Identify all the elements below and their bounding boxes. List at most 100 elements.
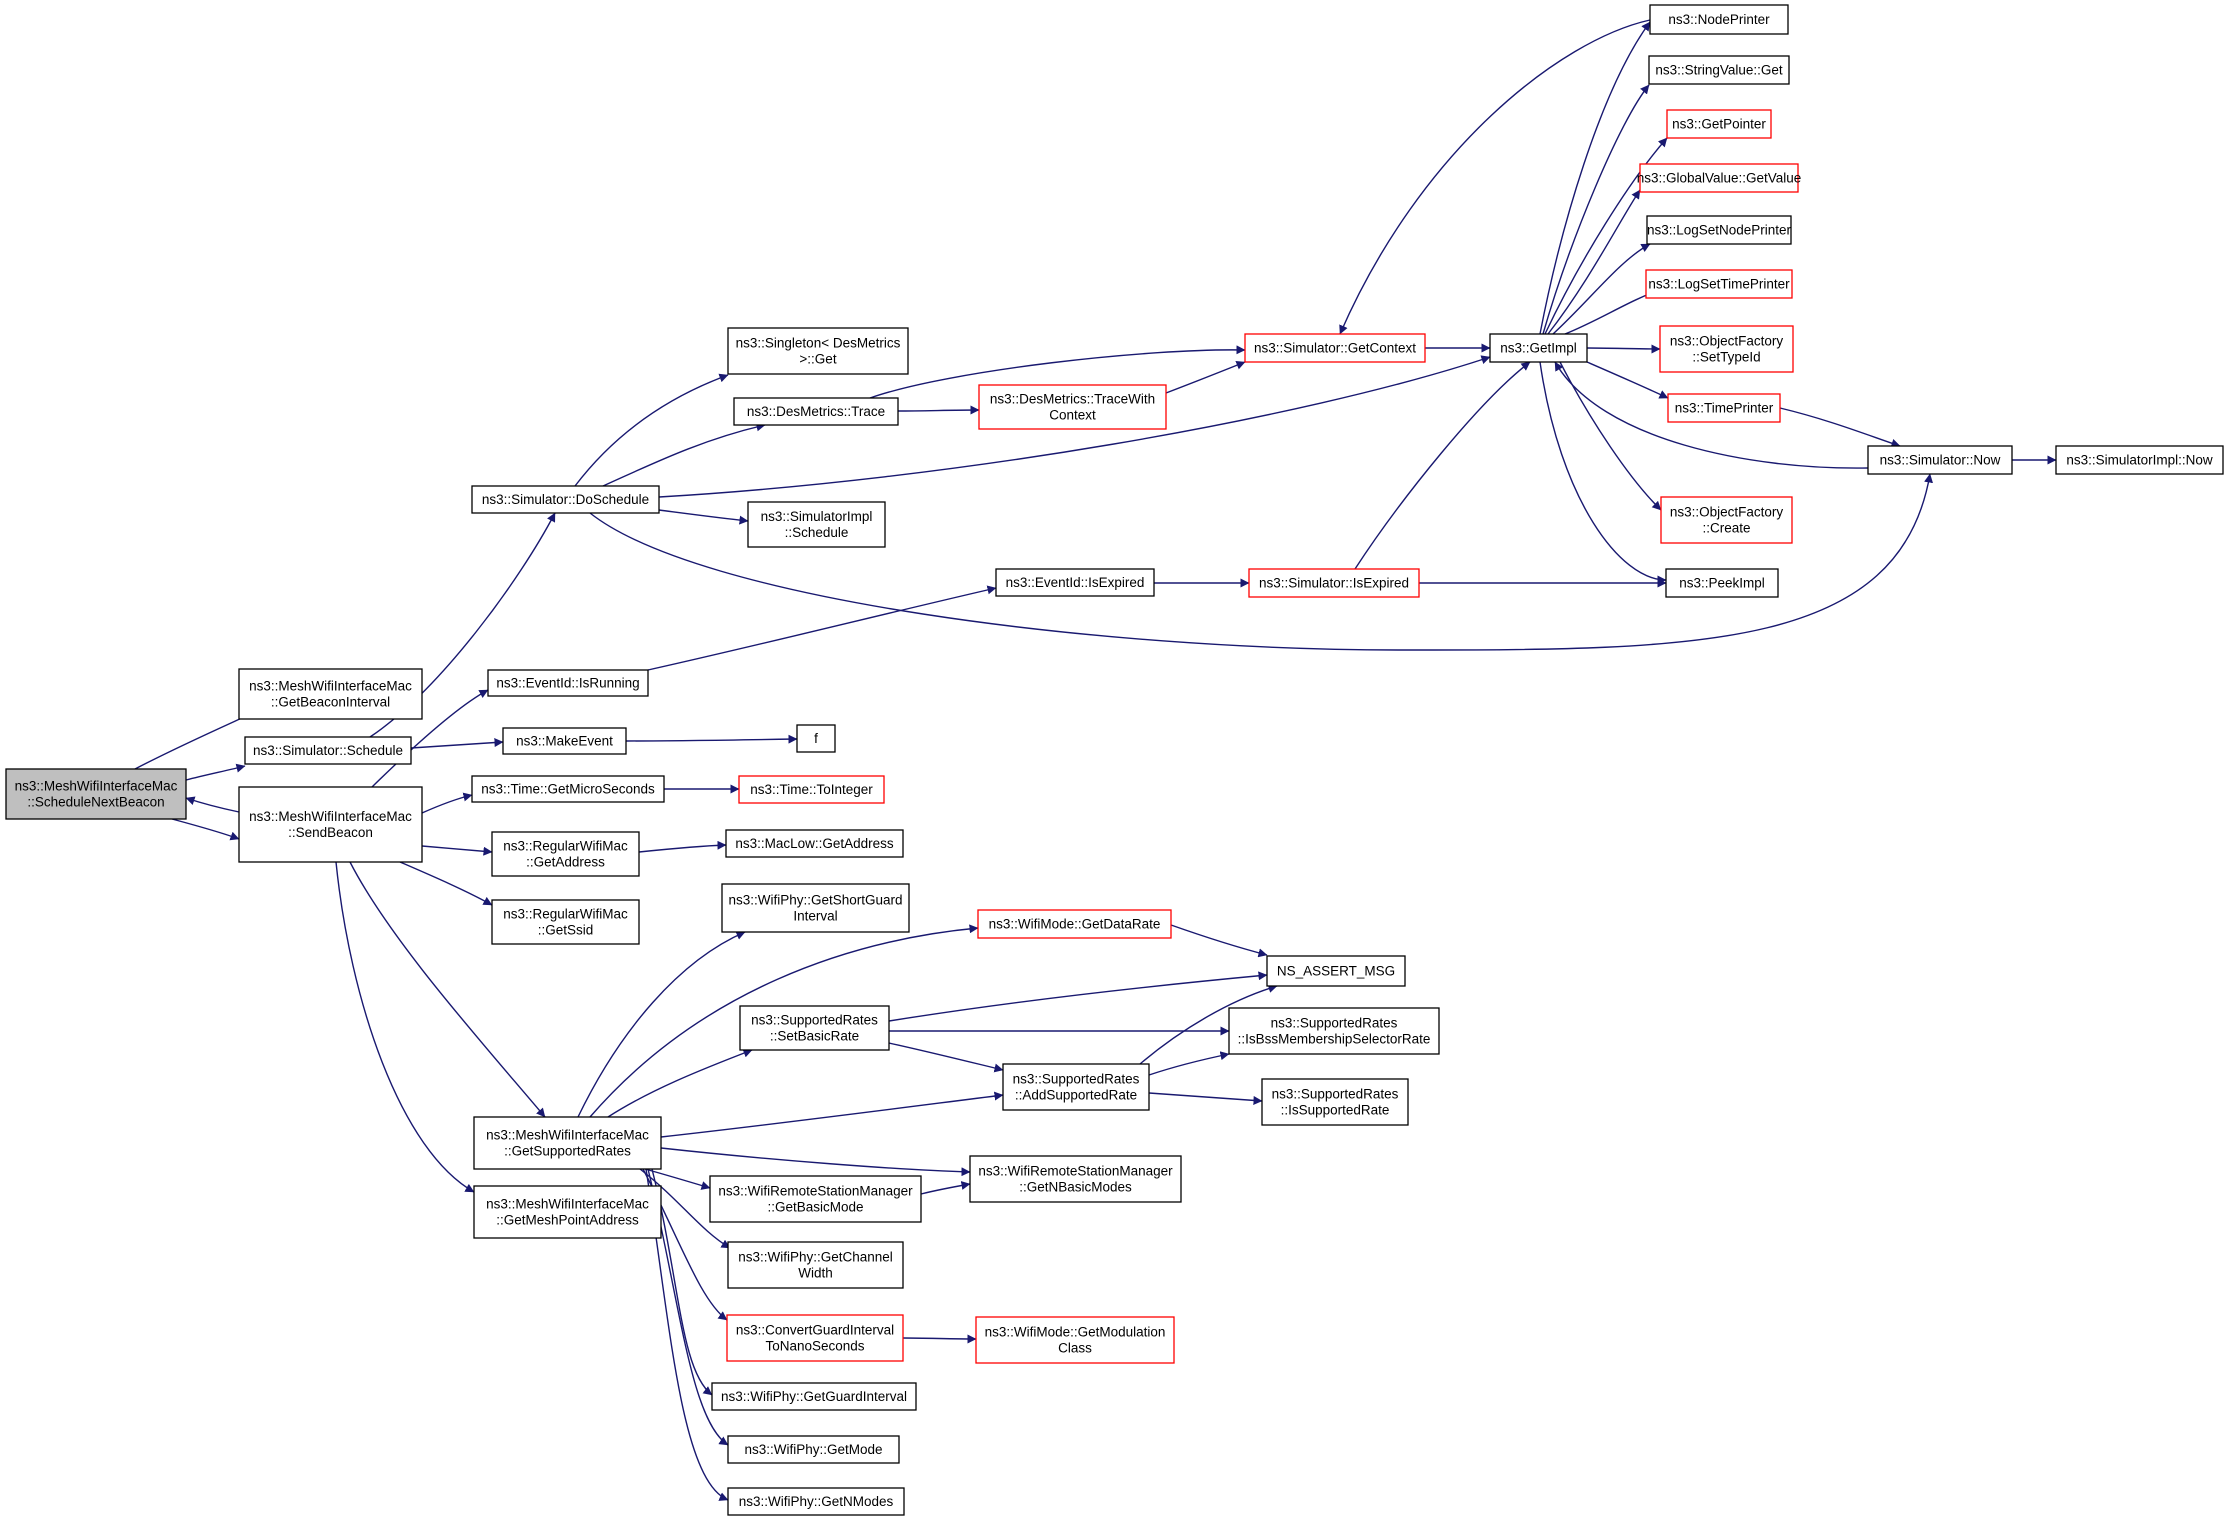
node-box[interactable] (471, 485, 660, 514)
node-box[interactable] (1639, 163, 1799, 193)
graph-node-n3[interactable]: ns3::MeshWifiInterfaceMac::SendBeacon (238, 786, 423, 863)
graph-node-n17[interactable]: ns3::MacLow::GetAddress (725, 829, 904, 858)
graph-node-n48[interactable]: ns3::Simulator::Now (1867, 445, 2013, 475)
node-box[interactable] (1248, 568, 1420, 598)
node-box[interactable] (238, 668, 423, 720)
graph-node-n20[interactable]: ns3::WifiRemoteStationManager::GetBasicM… (709, 1175, 922, 1223)
graph-node-n35[interactable]: NS_ASSERT_MSG (1266, 955, 1406, 987)
graph-node-n23[interactable]: ns3::WifiPhy::GetGuardInterval (711, 1382, 917, 1411)
graph-node-n41[interactable]: ns3::GlobalValue::GetValue (1637, 163, 1802, 193)
graph-node-n47[interactable]: ns3::PeekImpl (1665, 568, 1779, 598)
node-box[interactable] (995, 568, 1155, 597)
graph-node-n2[interactable]: ns3::Simulator::Schedule (244, 736, 412, 765)
node-box[interactable] (977, 909, 1172, 939)
graph-node-n5[interactable]: ns3::MakeEvent (502, 727, 627, 755)
node-box[interactable] (238, 786, 423, 863)
node-box[interactable] (727, 1487, 905, 1516)
node-box[interactable] (739, 1005, 890, 1051)
node-box[interactable] (1228, 1007, 1440, 1055)
node-box[interactable] (2055, 445, 2224, 475)
node-box[interactable] (1666, 109, 1772, 139)
graph-node-n13[interactable]: ns3::DesMetrics::Trace (733, 397, 899, 426)
node-box[interactable] (471, 775, 665, 803)
graph-node-n40[interactable]: ns3::GetPointer (1666, 109, 1772, 139)
graph-node-n8[interactable]: ns3::RegularWifiMac::GetAddress (491, 831, 640, 877)
graph-node-n49[interactable]: ns3::SimulatorImpl::Now (2055, 445, 2224, 475)
node-box[interactable] (738, 775, 885, 804)
graph-node-n16[interactable]: ns3::Time::ToInteger (738, 775, 885, 804)
node-box[interactable] (5, 768, 187, 820)
graph-node-n12[interactable]: ns3::Singleton< DesMetrics >::Get (727, 327, 909, 375)
graph-node-n38[interactable]: ns3::NodePrinter (1649, 4, 1789, 35)
graph-node-n42[interactable]: ns3::LogSetNodePrinter (1646, 215, 1792, 245)
graph-node-n30[interactable]: ns3::WifiMode::GetDataRate (977, 909, 1172, 939)
graph-node-n31[interactable]: ns3::SupportedRates::AddSupportedRate (1002, 1063, 1150, 1111)
graph-node-n9[interactable]: ns3::RegularWifiMac::GetSsid (491, 899, 640, 945)
graph-node-n44[interactable]: ns3::ObjectFactory::SetTypeId (1659, 325, 1794, 373)
graph-node-n10[interactable]: ns3::MeshWifiInterfaceMac::GetSupportedR… (473, 1116, 662, 1170)
node-box[interactable] (1261, 1078, 1409, 1126)
node-box[interactable] (727, 1435, 900, 1464)
node-box[interactable] (726, 1314, 904, 1362)
graph-node-n6[interactable]: ns3::EventId::IsRunning (487, 669, 649, 697)
graph-node-n39[interactable]: ns3::StringValue::Get (1648, 55, 1790, 85)
graph-node-n11[interactable]: ns3::MeshWifiInterfaceMac::GetMeshPointA… (473, 1185, 662, 1239)
graph-node-n37[interactable]: ns3::SupportedRates::IsSupportedRate (1261, 1078, 1409, 1126)
node-box[interactable] (1002, 1063, 1150, 1111)
node-box[interactable] (727, 327, 909, 375)
node-box[interactable] (1649, 4, 1789, 35)
node-box[interactable] (711, 1382, 917, 1411)
graph-node-n15[interactable]: f (796, 724, 836, 753)
node-box[interactable] (1266, 955, 1406, 987)
graph-node-n1[interactable]: ns3::MeshWifiInterfaceMac::GetBeaconInte… (238, 668, 423, 720)
graph-node-n7[interactable]: ns3::Time::GetMicroSeconds (471, 775, 665, 803)
node-box[interactable] (1659, 325, 1794, 373)
graph-node-n14[interactable]: ns3::SimulatorImpl::Schedule (747, 501, 886, 548)
graph-node-n36[interactable]: ns3::SupportedRates::IsBssMembershipSele… (1228, 1007, 1440, 1055)
node-box[interactable] (725, 829, 904, 858)
node-box[interactable] (502, 727, 627, 755)
node-box[interactable] (1489, 333, 1588, 363)
node-box[interactable] (473, 1185, 662, 1239)
graph-node-n0[interactable]: ns3::MeshWifiInterfaceMac::ScheduleNextB… (5, 768, 187, 820)
node-box[interactable] (1646, 215, 1792, 245)
graph-node-n24[interactable]: ns3::WifiPhy::GetMode (727, 1435, 900, 1464)
node-box[interactable] (733, 397, 899, 426)
graph-node-n32[interactable]: ns3::WifiRemoteStationManager::GetNBasic… (969, 1155, 1182, 1203)
node-box[interactable] (473, 1116, 662, 1170)
node-box[interactable] (244, 736, 412, 765)
node-box[interactable] (969, 1155, 1182, 1203)
graph-node-n45[interactable]: ns3::TimePrinter (1667, 393, 1781, 423)
node-box[interactable] (1665, 568, 1779, 598)
node-box[interactable] (975, 1316, 1175, 1364)
graph-node-n4[interactable]: ns3::Simulator::DoSchedule (471, 485, 660, 514)
node-box[interactable] (709, 1175, 922, 1223)
node-box[interactable] (491, 899, 640, 945)
node-box[interactable] (721, 883, 910, 933)
node-box[interactable] (1667, 393, 1781, 423)
graph-node-n25[interactable]: ns3::WifiPhy::GetNModes (727, 1487, 905, 1516)
node-box[interactable] (1867, 445, 2013, 475)
node-box[interactable] (1645, 269, 1793, 299)
graph-node-n27[interactable]: ns3::Simulator::GetContext (1244, 333, 1426, 363)
graph-node-n43[interactable]: ns3::LogSetTimePrinter (1645, 269, 1793, 299)
node-box[interactable] (1244, 333, 1426, 363)
graph-node-n29[interactable]: ns3::Simulator::IsExpired (1248, 568, 1420, 598)
graph-node-n34[interactable]: ns3::GetImpl (1489, 333, 1588, 363)
node-box[interactable] (487, 669, 649, 697)
graph-node-n28[interactable]: ns3::EventId::IsExpired (995, 568, 1155, 597)
node-box[interactable] (1648, 55, 1790, 85)
node-box[interactable] (796, 724, 836, 753)
graph-node-n46[interactable]: ns3::ObjectFactory::Create (1660, 496, 1793, 544)
node-box[interactable] (727, 1241, 904, 1289)
node-box[interactable] (747, 501, 886, 548)
node-box[interactable] (978, 384, 1167, 430)
node-box[interactable] (1660, 496, 1793, 544)
node-box[interactable] (491, 831, 640, 877)
graph-node-n19[interactable]: ns3::SupportedRates::SetBasicRate (739, 1005, 890, 1051)
